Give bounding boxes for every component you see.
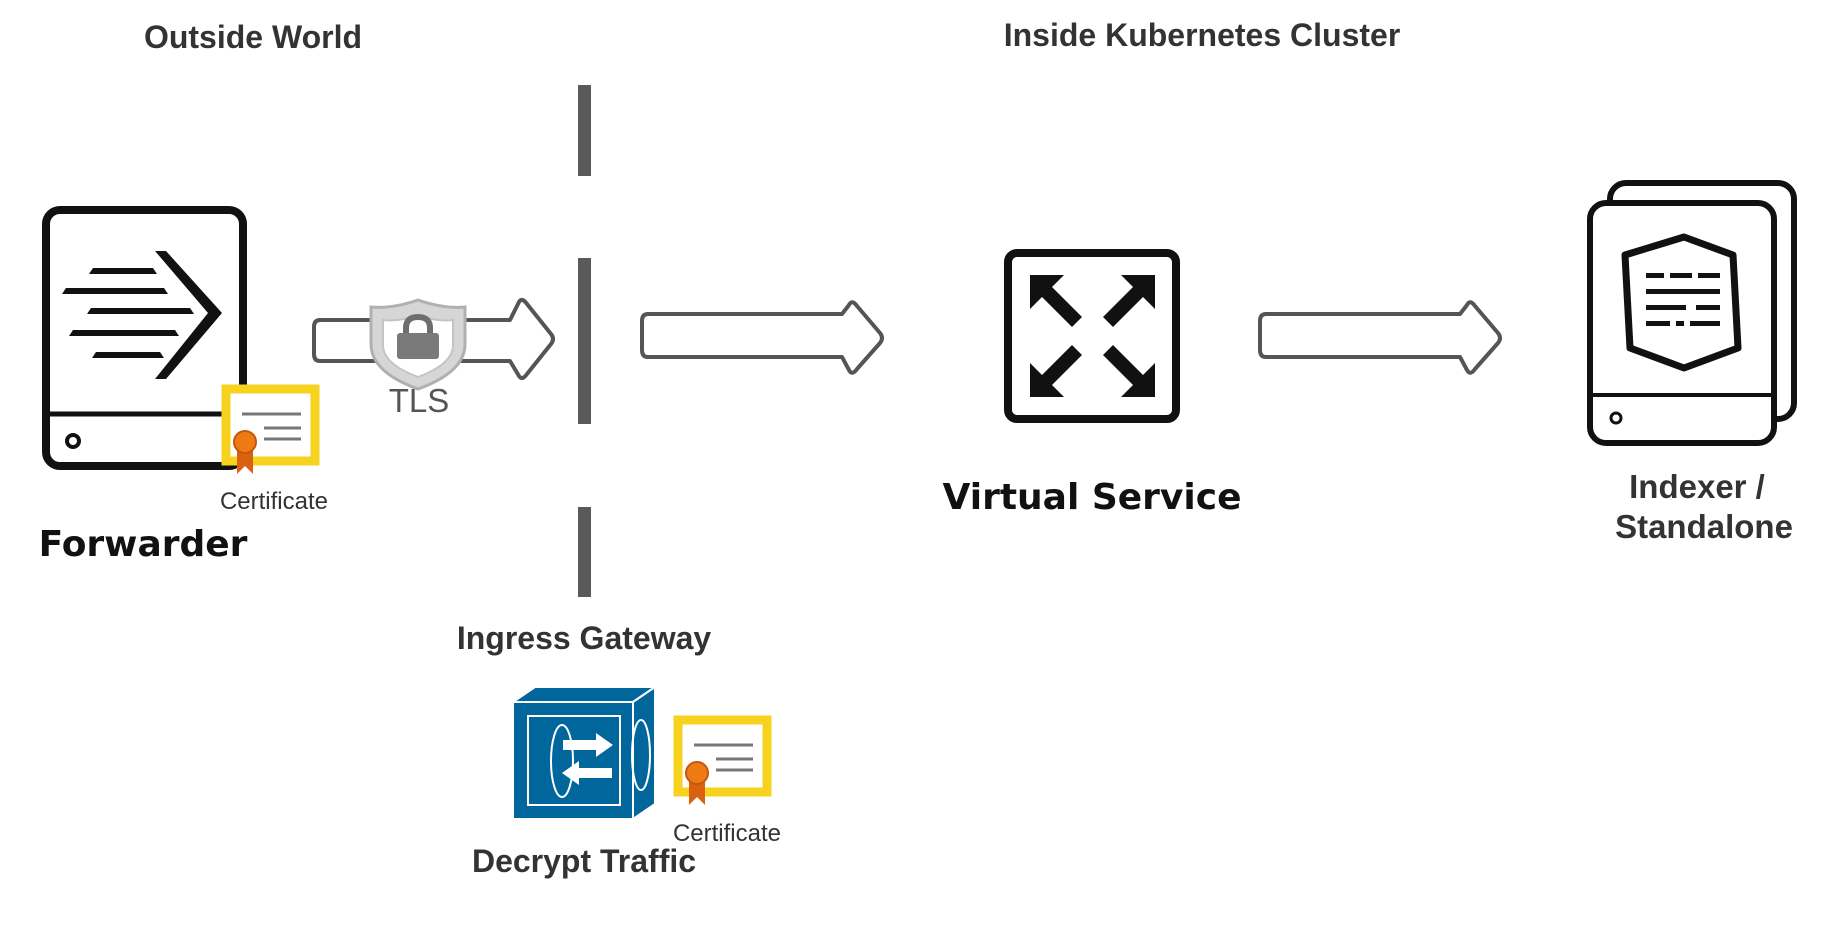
forwarder-server-icon [42,206,247,470]
indexer-server-stack-icon [1587,180,1797,446]
certificate-icon [221,384,320,474]
node-label-indexer-line1: Indexer / [1629,468,1765,505]
node-label-forwarder: Forwarder [39,524,248,565]
gateway-firewall-icon [509,685,659,821]
arrow-gateway-to-virtual-service [640,300,884,375]
certificate-label-gateway: Certificate [673,820,781,847]
node-label-ingress-gateway: Ingress Gateway [457,620,712,656]
boundary-divider [578,85,591,597]
section-title-inside: Inside Kubernetes Cluster [1004,17,1401,53]
node-label-indexer-line2: Standalone [1615,508,1793,545]
node-label-decrypt-traffic: Decrypt Traffic [472,843,696,879]
lock-shield-icon [369,298,467,391]
section-title-outside: Outside World [144,19,362,55]
node-label-virtual-service: Virtual Service [943,477,1242,518]
certificate-label-forwarder: Certificate [220,488,328,515]
arrow-virtual-service-to-indexer [1258,300,1502,375]
tls-label: TLS [389,382,450,419]
expand-arrows-icon [1004,249,1180,423]
certificate-icon-gateway [673,715,772,805]
